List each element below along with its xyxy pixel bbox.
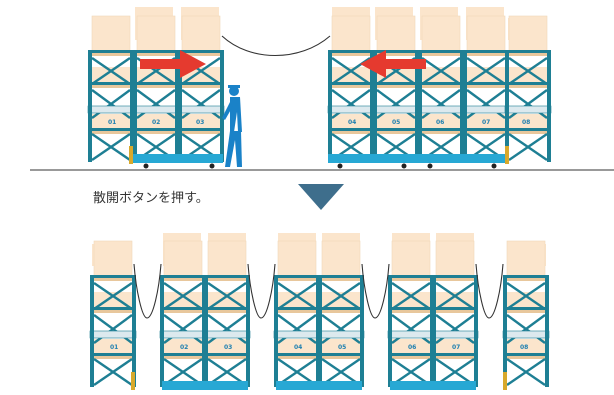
rack-number-label: 08 (522, 119, 530, 126)
rack-row-after: 01 02 03 04 05 06 07 08 (88, 233, 551, 390)
rack-number-label: 04 (294, 344, 302, 351)
rack-number-label: 01 (108, 119, 116, 126)
worker-figure-icon (222, 85, 242, 167)
power-cable (133, 263, 504, 319)
power-cable (221, 35, 331, 57)
rack-number-label: 06 (408, 344, 416, 351)
rack-row-before: 01 02 03 04 05 06 07 08 (30, 7, 614, 171)
rack-number-label: 05 (338, 344, 346, 351)
rack-number-label: 03 (224, 344, 232, 351)
stopper (131, 372, 135, 390)
rack-number-label: 02 (180, 344, 188, 351)
triangle-down-icon (298, 184, 344, 210)
mobile-base (276, 381, 362, 390)
rack-number-label: 03 (196, 119, 204, 126)
stopper (505, 146, 509, 164)
rack-number-label: 05 (392, 119, 400, 126)
stopper (503, 372, 507, 390)
mobile-base (418, 154, 506, 163)
mobile-base (390, 381, 476, 390)
rack-number-label: 02 (152, 119, 160, 126)
top-cartons-after (92, 233, 546, 266)
rack-number-label: 07 (482, 119, 490, 126)
rack-number-label: 08 (520, 344, 528, 351)
mobile-base (162, 381, 248, 390)
rack-number-label: 07 (452, 344, 460, 351)
step-caption: 散開ボタンを押す。 (93, 191, 209, 206)
mobile-base (328, 154, 418, 163)
mobile-base (133, 154, 223, 163)
rack-number-label: 04 (348, 119, 356, 126)
rack-number-label: 06 (436, 119, 444, 126)
stopper (129, 146, 133, 164)
rack-number-label: 01 (110, 344, 118, 351)
